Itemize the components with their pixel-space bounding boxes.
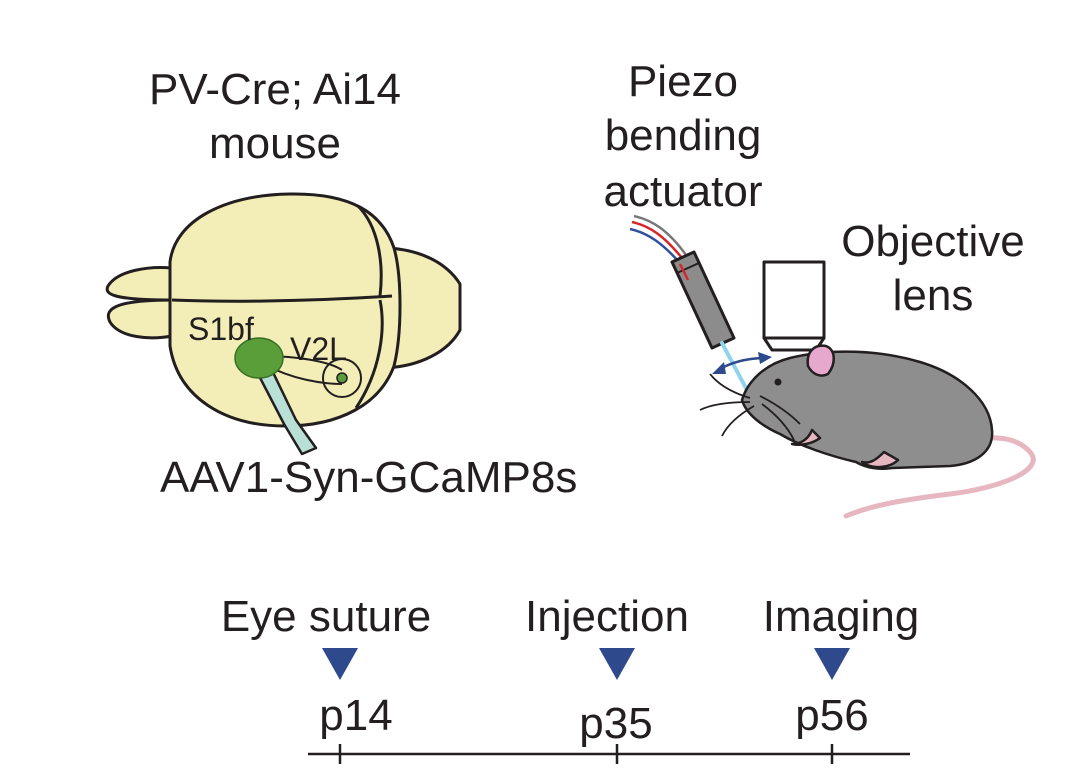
posterior-boundary-upper: [356, 204, 383, 297]
objective-label-line1: Objective: [841, 217, 1024, 266]
olfactory-bulb-lower: [106, 298, 174, 340]
mouse-eye: [774, 378, 782, 386]
wire-blue: [629, 227, 680, 263]
actuator-band: [676, 262, 700, 274]
timeline-event-eye-suture: Eye suture: [221, 592, 431, 641]
whisker-1: [709, 373, 751, 399]
mouse-hind-foot: [860, 450, 900, 469]
timeline-age-p35: p35: [579, 699, 652, 748]
timeline-marker-injection: [599, 648, 635, 680]
whisker-4: [759, 395, 801, 425]
mouse: [740, 344, 994, 470]
timeline-event-injection: Injection: [525, 592, 689, 641]
deflection-arrow-shaft: [717, 356, 767, 372]
cortex: [168, 192, 402, 428]
mouse-whiskers: [699, 373, 801, 441]
timeline: Eye suture Injection Imaging p14 p35 p56: [221, 592, 919, 764]
whisker-5: [761, 403, 795, 441]
objective-label-line2: lens: [893, 271, 974, 320]
piezo-actuator-body: [670, 250, 736, 350]
actuator-red-stripe: [678, 263, 690, 281]
deflection-arrowhead-left: [712, 362, 726, 374]
stimulator-fiber: [720, 341, 750, 394]
region-label-s1bf: S1bf: [188, 311, 254, 347]
region-label-v2l: V2L: [290, 331, 347, 367]
mouse-line-title-line2: mouse: [209, 119, 341, 168]
brain-midline: [171, 294, 393, 303]
whisker-3: [721, 405, 755, 437]
brain-schematic: [105, 192, 462, 428]
timeline-event-imaging: Imaging: [763, 592, 920, 641]
mouse-ear: [806, 344, 835, 377]
posterior-boundary-lower: [354, 299, 384, 409]
objective-lens: [762, 260, 826, 352]
actuator-label-line3: actuator: [604, 167, 763, 216]
cerebellum: [384, 246, 462, 370]
deflection-arrow: [717, 356, 767, 372]
v2l-target-inner: [336, 372, 348, 384]
whisker-2: [699, 401, 751, 411]
mouse-line-title-line1: PV-Cre; Ai14: [149, 65, 401, 114]
timeline-marker-imaging: [814, 648, 850, 680]
virus-label: AAV1-Syn-GCaMP8s: [160, 453, 577, 502]
actuator-wires: [629, 214, 688, 263]
mouse-body: [740, 350, 994, 470]
timeline-ticks: [338, 744, 834, 764]
timeline-age-p14: p14: [319, 691, 392, 740]
mouse-tail: [843, 435, 1036, 519]
timeline-age-p56: p56: [795, 691, 868, 740]
timeline-marker-eye-suture: [322, 648, 358, 680]
injection-site: [234, 337, 284, 379]
wire-gray: [633, 214, 688, 256]
actuator-label-line2: bending: [605, 111, 762, 160]
deflection-arrowhead-right: [758, 352, 772, 364]
objective-lens-body: [762, 260, 826, 340]
wire-red: [631, 220, 683, 259]
mouse-front-paw: [790, 428, 822, 446]
v2l-target-outer: [322, 358, 362, 398]
actuator-label-line1: Piezo: [628, 57, 738, 106]
olfactory-bulb-upper: [105, 266, 174, 302]
